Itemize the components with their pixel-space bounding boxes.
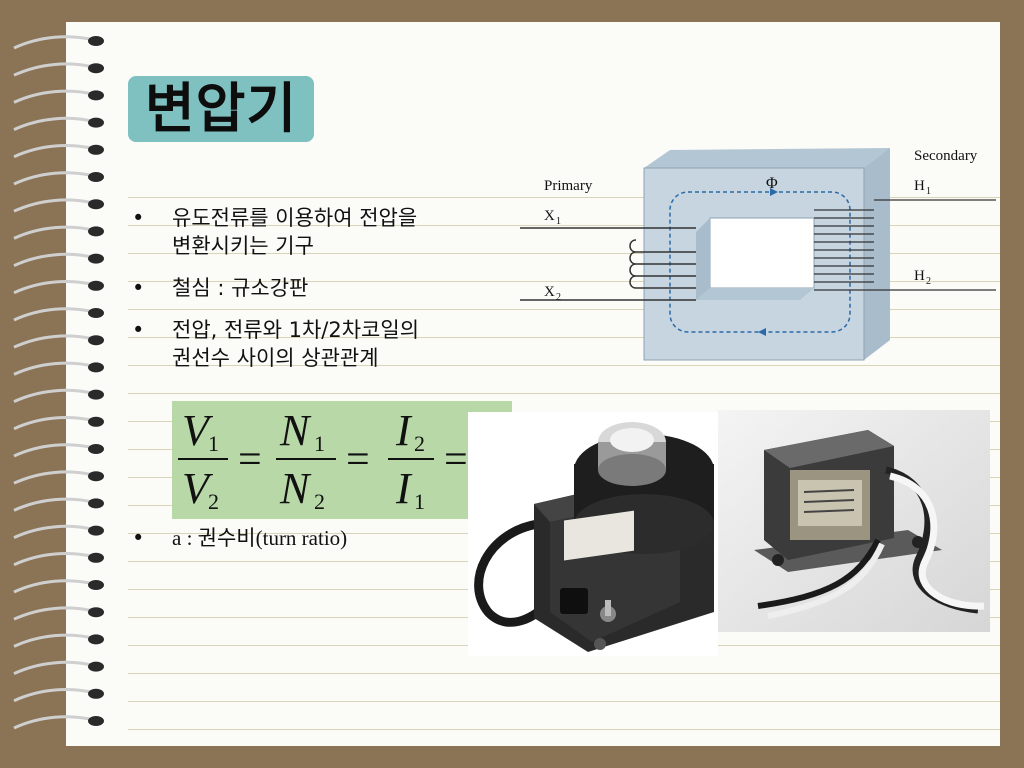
bullet-dot: • [132,276,145,300]
bullet-item: • 철심 : 규소강판 [128,274,528,302]
spiral-hole [88,280,104,291]
spiral-hole [88,525,104,536]
bullet-dot: • [132,206,145,230]
spiral-coil [13,579,95,594]
spiral-coil [13,552,95,567]
spiral-coil [13,171,95,186]
spiral-hole [88,716,104,726]
spiral-hole [88,362,104,373]
spiral-hole [88,172,104,182]
spiral-coil [13,307,95,322]
flux-symbol: Φ [766,175,778,192]
secondary-label: Secondary [914,148,978,164]
spiral-hole [88,117,104,128]
spiral-binding [13,35,104,730]
primary-label: Primary [544,178,593,194]
spiral-coil [13,388,95,403]
i2-subscript: 2 [414,431,425,456]
spiral-coil [13,715,95,730]
spiral-hole [88,199,104,210]
bullet-text-line2: 권선수 사이의 상관관계 [172,346,379,370]
h1-subscript: 1 [926,186,931,197]
spiral-coil [13,443,95,458]
spiral-coil [13,116,95,131]
v1-symbol: V [182,406,214,455]
bullet-dot: • [132,318,145,342]
bullet-text-turn-ratio: a : 권수비(turn ratio) [172,526,348,550]
spiral-hole [88,63,104,74]
bullet-text-line1: 유도전류를 이용하여 전압을 [172,206,418,230]
spiral-hole [88,471,104,482]
transformer-diagram: Φ Primary Secondary X 1 X 2 H 1 H 2 [520,148,996,361]
title-box: 변압기 [128,76,314,142]
spiral-hole [88,552,104,563]
spiral-coil [13,361,95,376]
spiral-hole [88,253,104,264]
spiral-hole [88,144,104,155]
spiral-coil [13,524,95,539]
x2-label: X [544,284,555,300]
spiral-coil [13,252,95,267]
spiral-hole [88,90,104,101]
h2-label: H [914,268,925,284]
n2-symbol: N [279,464,312,513]
spiral-coil [13,62,95,77]
bullet-dot: • [132,526,145,550]
spiral-hole [88,335,104,346]
x2-subscript: 2 [556,292,561,303]
spiral-hole [88,661,104,672]
spiral-hole [88,36,104,46]
spiral-hole [88,389,104,400]
spiral-coil [13,35,95,50]
spiral-hole [88,226,104,237]
i1-symbol: I [395,464,413,513]
bullet-list: • 유도전류를 이용하여 전압을 변환시키는 기구 • 철심 : 규소강판 • … [128,204,528,386]
spiral-coil [13,89,95,104]
equals-sign: = [444,437,468,483]
spiral-hole [88,688,104,699]
spiral-coil [13,198,95,213]
variac-photo [468,412,718,656]
spiral-hole [88,607,104,618]
spiral-coil [13,225,95,240]
bullet-text-line1: 철심 : 규소강판 [172,276,309,300]
spiral-coil [13,334,95,349]
h1-label: H [914,178,925,194]
slide-title: 변압기 [144,77,298,140]
spiral-hole [88,580,104,590]
spiral-hole [88,634,104,645]
spiral-coil [13,144,95,159]
x1-label: X [544,208,555,224]
spiral-coil [13,470,95,485]
equals-sign: = [346,437,370,483]
x1-subscript: 1 [556,216,561,227]
small-transformer-photo [718,410,990,632]
spiral-coil [13,497,95,512]
h2-subscript: 2 [926,276,931,287]
v2-symbol: V [182,464,214,513]
bullet-text-line1: 전압, 전류와 1차/2차코일의 [172,318,420,342]
spiral-coil [13,633,95,648]
v1-subscript: 1 [208,431,219,456]
equals-sign: = [238,437,262,483]
n1-symbol: N [279,406,312,455]
i2-symbol: I [395,406,413,455]
n1-subscript: 1 [314,431,325,456]
turn-ratio-formula: V 1 V 2 = N 1 N 2 = I 2 I 1 = a [172,401,512,519]
spiral-hole [88,308,104,318]
bullet-item: • 전압, 전류와 1차/2차코일의 권선수 사이의 상관관계 [128,316,528,372]
spiral-coil [13,660,95,675]
spiral-hole [88,416,104,427]
spiral-coil [13,280,95,295]
spiral-coil [13,416,95,431]
spiral-hole [88,498,104,509]
spiral-hole [88,444,104,454]
v2-subscript: 2 [208,489,219,514]
bullet-item: • 유도전류를 이용하여 전압을 변환시키는 기구 [128,204,528,260]
i1-subscript: 1 [414,489,425,514]
n2-subscript: 2 [314,489,325,514]
bullet-text-line2: 변환시키는 기구 [172,234,314,258]
spiral-coil [13,606,95,621]
spiral-coil [13,688,95,703]
